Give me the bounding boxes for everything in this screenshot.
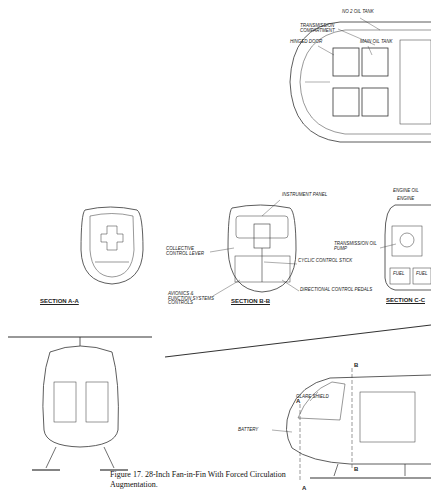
leader-line: [318, 46, 334, 55]
part-label: NO 2 OIL TANK: [342, 10, 374, 15]
skid: [32, 469, 60, 470]
console: [235, 256, 290, 282]
section-label: A: [296, 398, 300, 404]
main-rotor: [165, 325, 431, 357]
leader-line: [368, 46, 372, 55]
leader-line: [213, 280, 240, 296]
part-label: MAIN OIL TANK: [360, 40, 393, 45]
cyclic-stick: [262, 248, 263, 282]
side-fuselage: [286, 375, 431, 464]
fuel-cell: [413, 268, 431, 284]
part-label: COLLECTIVE CONTROL LEVER: [166, 247, 212, 256]
section-line-b: [352, 368, 353, 470]
fuel-cell: [390, 268, 410, 284]
part-label: FUEL: [416, 272, 428, 277]
figure-caption: Figure 17. 28-Inch Fan-in-Fin With Force…: [110, 470, 300, 490]
section-a-outline: [81, 207, 143, 284]
part-label: BATTERY: [238, 428, 258, 433]
section-label: SECTION C-C: [386, 297, 425, 303]
front-fuselage: [43, 346, 119, 447]
plan-seat: [362, 48, 388, 76]
section-label: SECTION B-B: [231, 298, 270, 304]
door: [360, 392, 415, 442]
skid: [310, 477, 431, 478]
part-label: HINGED DOOR: [290, 40, 322, 45]
section-label: A: [302, 485, 306, 491]
part-label: ENGINE: [397, 197, 414, 202]
plan-inner: [300, 30, 431, 134]
part-label: CYCLIC CONTROL STICK: [298, 259, 352, 264]
part-label: INSTRUMENT PANEL: [282, 193, 327, 198]
leader-line: [264, 262, 297, 264]
leader-line: [262, 200, 280, 216]
leader-line: [210, 248, 234, 252]
transmission: [392, 226, 422, 256]
leader-line: [380, 244, 396, 248]
seat: [86, 382, 108, 422]
section-label: B: [354, 362, 358, 368]
plan-fuselage: [290, 22, 431, 142]
seat: [54, 382, 76, 422]
plan-compartment: [400, 40, 431, 124]
section-b-outline: [228, 205, 296, 292]
leader-line: [282, 280, 299, 291]
plan-seat: [333, 48, 359, 76]
plan-seat: [362, 88, 388, 116]
part-label: TRANSMISSION OIL PUMP: [334, 242, 380, 251]
part-label: GLARE SHIELD: [296, 395, 329, 400]
part-label: FUEL: [393, 272, 405, 277]
part-label: DIRECTIONAL CONTROL PEDALS: [300, 288, 372, 293]
leader-line: [360, 18, 380, 30]
plan-seat: [333, 88, 359, 116]
section-label: SECTION A-A: [40, 298, 79, 304]
section-c-outline: [385, 205, 431, 290]
instrument-panel: [236, 216, 288, 238]
part-label: ENGINE OIL: [393, 189, 419, 194]
part-label: AVIONICS & FUNCTION SYSTEMS CONTROLS: [168, 292, 214, 306]
windshield: [298, 382, 345, 420]
section-label: B: [354, 466, 358, 472]
leader-line: [272, 430, 292, 432]
section-line-a: [300, 404, 301, 482]
part-label: TRANSMISSION COMPARTMENT: [300, 24, 370, 33]
